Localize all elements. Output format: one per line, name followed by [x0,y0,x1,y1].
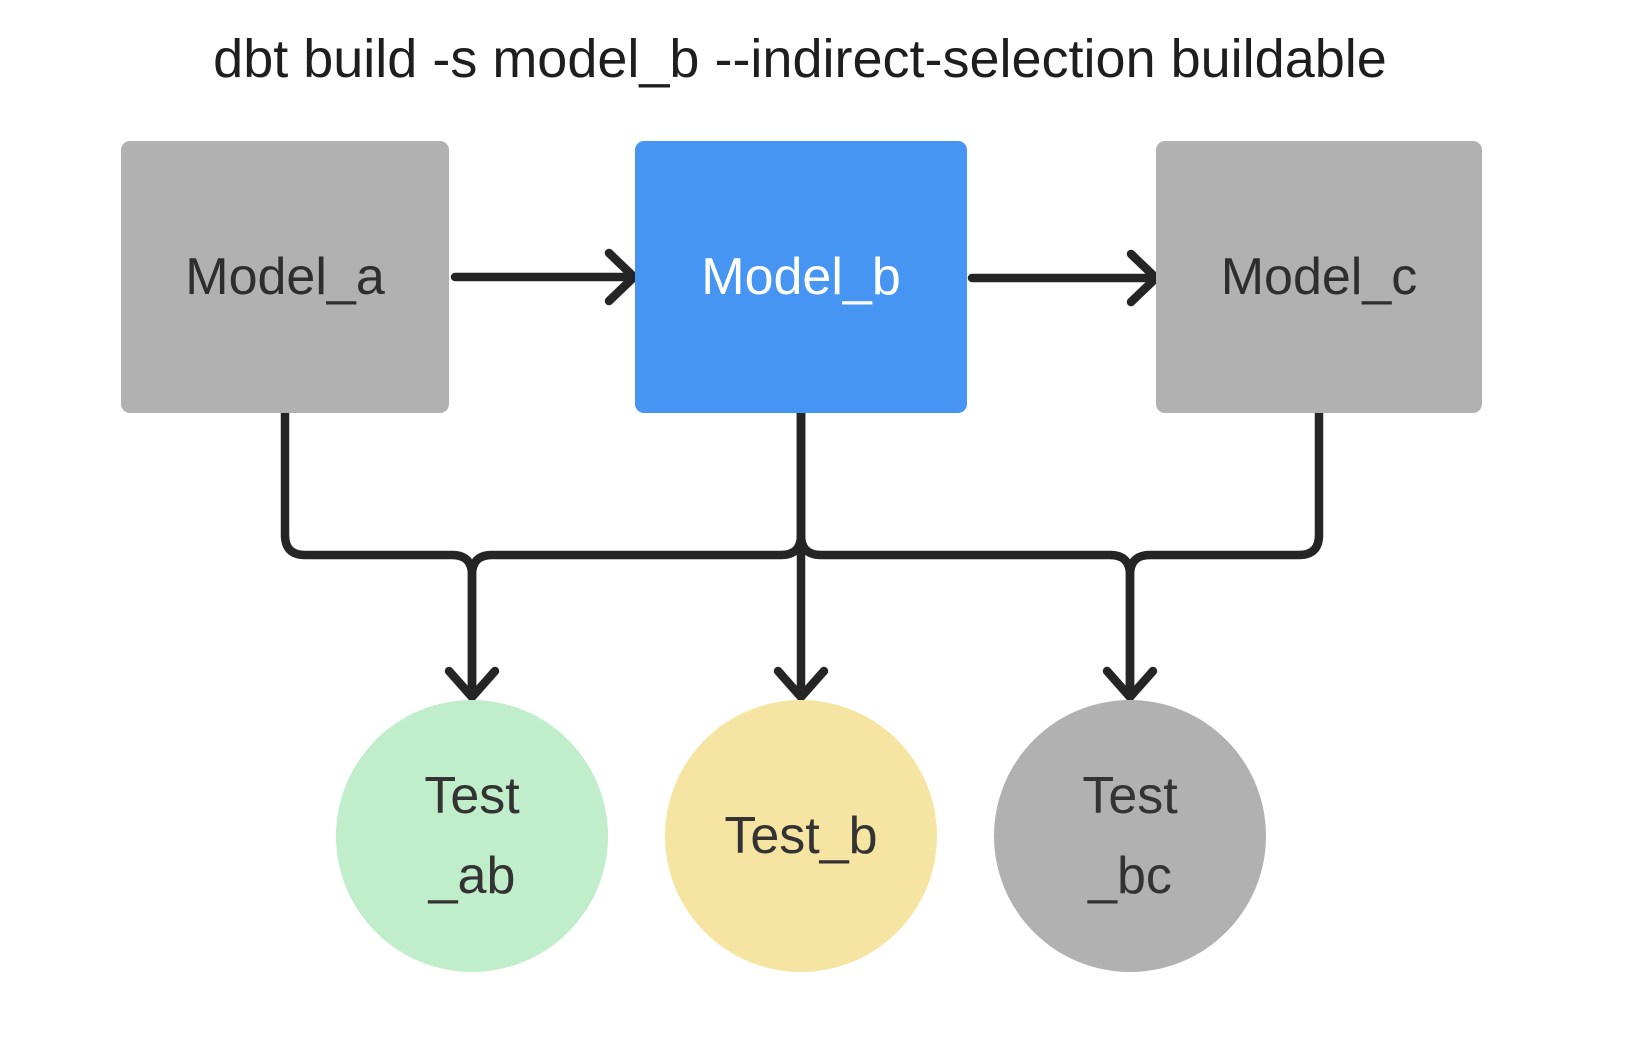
node-test-b: Test_b [665,700,937,972]
arrowhead-model-b-icon [604,248,639,306]
node-test-bc-label-line1: Test [1082,767,1178,825]
edge-model-b-to-test-ab [467,408,806,697]
arrowhead-test-b-icon [773,666,829,702]
edge-model-a-to-test-ab [280,408,477,697]
arrowhead-test-ab-icon [444,666,500,702]
node-model-a: Model_a [121,141,449,413]
node-model-c-label: Model_c [1220,248,1418,306]
node-model-b-label: Model_b [701,248,901,306]
node-test-bc-label-line2: _bc [1088,847,1172,905]
node-model-c: Model_c [1156,141,1482,413]
node-model-a-label: Model_a [185,248,385,306]
node-test-b-label: Test_b [724,807,878,865]
node-test-bc: Test _bc [994,700,1266,972]
edge-model-c-to-test-bc [1125,408,1324,697]
node-test-ab-label-line2: _ab [428,847,516,905]
node-test-ab: Test _ab [336,700,608,972]
diagram-title: dbt build -s model_b --indirect-selectio… [213,29,1387,89]
arrowhead-test-bc-icon [1102,666,1158,702]
edge-model-b-to-test-bc [796,408,1135,697]
node-model-b: Model_b [635,141,967,413]
node-test-ab-label-line1: Test [424,767,520,825]
